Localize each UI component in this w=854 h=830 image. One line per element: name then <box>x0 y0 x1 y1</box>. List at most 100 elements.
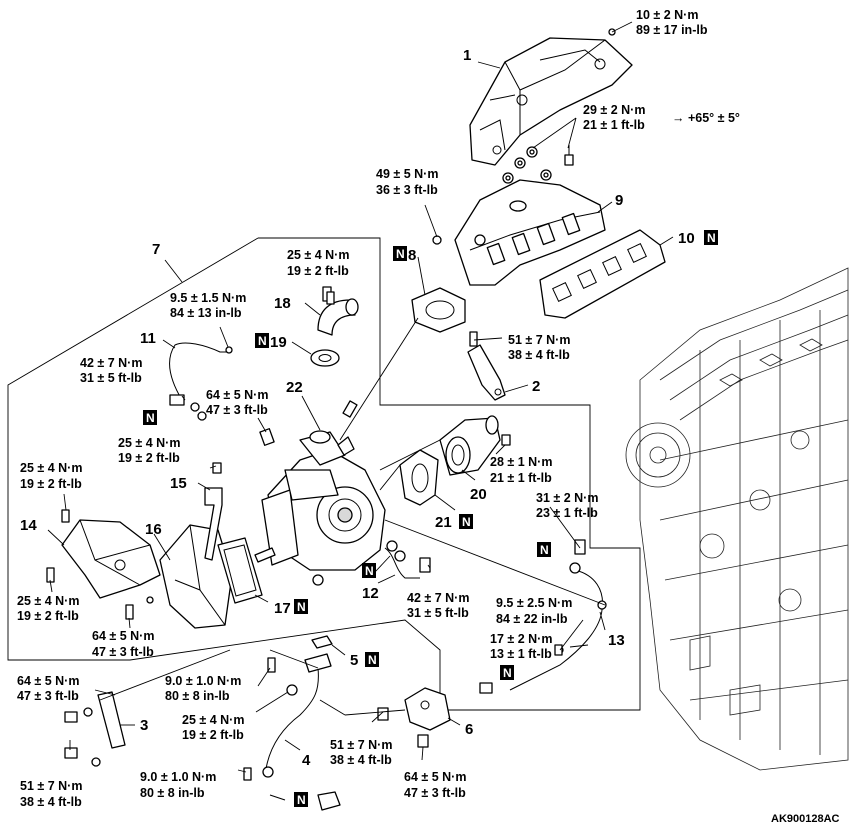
torque-spec: 19 ± 2 ft-lb <box>17 609 79 623</box>
torque-spec: 21 ± 1 ft-lb <box>583 118 645 132</box>
torque-spec: 80 ± 8 in-lb <box>165 689 230 703</box>
torque-spec: 19 ± 2 ft-lb <box>20 477 82 491</box>
exhaust-fitting-part-20 <box>439 415 501 476</box>
manifold-gasket-part-10 <box>539 229 666 319</box>
part-number: 9 <box>615 192 623 209</box>
torque-spec: 19 ± 2 ft-lb <box>182 728 244 742</box>
torque-spec: 49 ± 5 N·m <box>376 167 438 181</box>
torque-spec: 51 ± 7 N·m <box>20 779 82 793</box>
torque-spec: 10 ± 2 N·m <box>636 8 698 22</box>
bracket-part-3 <box>64 691 126 767</box>
bolts <box>46 291 563 781</box>
svg-text:N: N <box>396 247 405 261</box>
torque-spec: 64 ± 5 N·m <box>92 629 154 643</box>
svg-text:N: N <box>365 564 374 578</box>
part-number: 1 <box>463 47 471 64</box>
torque-spec: 31 ± 2 N·m <box>536 491 598 505</box>
torque-spec: 36 ± 3 ft-lb <box>376 183 438 197</box>
new-part-badge: N <box>362 563 376 578</box>
torque-spec: 9.5 ± 2.5 N·m <box>496 596 572 610</box>
part-number: 12 <box>362 585 379 602</box>
torque-spec: 25 ± 4 N·m <box>17 594 79 608</box>
exhaust-manifold-part-9 <box>432 179 606 286</box>
new-part-badge: N <box>255 333 269 348</box>
torque-spec: 64 ± 5 N·m <box>17 674 79 688</box>
svg-text:N: N <box>503 666 512 680</box>
part-number: 15 <box>170 475 187 492</box>
support-bracket-part-2 <box>467 331 506 401</box>
part-number: 11 <box>140 330 156 347</box>
torque-spec: 28 ± 1 N·m <box>490 455 552 469</box>
water-pipe-part-11 <box>169 342 230 421</box>
gasket-part-19 <box>310 349 340 367</box>
svg-text:N: N <box>297 793 306 807</box>
svg-text:N: N <box>707 231 716 245</box>
new-part-badge: N <box>365 652 379 667</box>
new-part-badge: N <box>143 410 157 425</box>
svg-text:N: N <box>146 411 155 425</box>
torque-spec: 51 ± 7 N·m <box>508 333 570 347</box>
bracket-part-6 <box>377 687 451 748</box>
svg-text:N: N <box>258 334 267 348</box>
gasket-part-5 <box>311 635 333 649</box>
torque-spec: 47 ± 3 ft-lb <box>404 786 466 800</box>
torque-spec: 51 ± 7 N·m <box>330 738 392 752</box>
torque-spec: 47 ± 3 ft-lb <box>92 645 154 659</box>
torque-spec: 84 ± 13 in-lb <box>170 306 242 320</box>
torque-spec: 19 ± 2 ft-lb <box>118 451 180 465</box>
svg-text:N: N <box>462 515 471 529</box>
part-number: 4 <box>302 752 311 769</box>
leader-lines <box>47 21 674 773</box>
torque-spec: 42 ± 7 N·m <box>80 356 142 370</box>
torque-spec: 21 ± 1 ft-lb <box>490 471 552 485</box>
heat-protector-part-1 <box>469 37 633 166</box>
torque-spec: 38 ± 4 ft-lb <box>330 753 392 767</box>
part-number: 13 <box>608 632 625 649</box>
torque-spec: 80 ± 8 in-lb <box>140 786 205 800</box>
torque-spec: 64 ± 5 N·m <box>206 388 268 402</box>
heat-protector-part-16 <box>159 524 233 629</box>
part-number: 3 <box>140 717 148 734</box>
part-number: 2 <box>532 378 540 395</box>
oil-pipe-part-13 <box>479 539 607 694</box>
water-pipe-fitting-part-18 <box>317 286 359 336</box>
torque-spec: 17 ± 2 N·m <box>490 632 552 646</box>
part-number-labels: 1 2 3 4 5 6 7 8 9 10 11 12 13 14 15 16 1… <box>20 47 695 769</box>
svg-text:N: N <box>297 600 306 614</box>
part-number: 20 <box>470 486 487 503</box>
torque-spec: 38 ± 4 ft-lb <box>508 348 570 362</box>
turbocharger-assembly <box>259 400 386 586</box>
torque-spec: 25 ± 4 N·m <box>287 248 349 262</box>
part-number: 7 <box>152 241 160 258</box>
gasket-part-17 <box>217 537 263 604</box>
torque-spec: 13 ± 1 ft-lb <box>490 647 552 661</box>
torque-spec: 38 ± 4 ft-lb <box>20 795 82 809</box>
part-number: 21 <box>435 514 452 531</box>
torque-spec: 47 ± 3 ft-lb <box>17 689 79 703</box>
torque-spec: 9.5 ± 1.5 N·m <box>170 291 246 305</box>
part-number: 5 <box>350 652 358 669</box>
bracket-part-15 <box>204 487 223 561</box>
turbo-gasket-part-8 <box>411 287 466 333</box>
part-number: 17 <box>274 600 291 617</box>
svg-text:N: N <box>540 543 549 557</box>
new-part-badge: N <box>294 599 308 614</box>
new-part-badge: N <box>459 514 473 529</box>
torque-spec: 47 ± 3 ft-lb <box>206 403 268 417</box>
part-number: 19 <box>270 334 287 351</box>
torque-spec: 25 ± 4 N·m <box>182 713 244 727</box>
new-part-badge: N <box>704 230 718 245</box>
torque-spec: 84 ± 22 in-lb <box>496 612 568 626</box>
oil-return-pipe-part-12 <box>384 540 431 579</box>
torque-spec: 19 ± 2 ft-lb <box>287 264 349 278</box>
group-boundary-line <box>7 237 641 711</box>
new-part-badge: N <box>537 542 551 557</box>
torque-spec: 23 ± 1 ft-lb <box>536 506 598 520</box>
part-number: 8 <box>408 247 416 264</box>
part-number: 16 <box>145 521 162 538</box>
torque-labels: 10 ± 2 N·m 89 ± 17 in-lb 29 ± 2 N·m 21 ±… <box>17 8 740 809</box>
new-part-badge: N <box>294 792 308 807</box>
torque-angle: → +65° ± 5° <box>672 111 740 125</box>
new-part-badges: N N N N N N N N N N N <box>143 230 718 807</box>
